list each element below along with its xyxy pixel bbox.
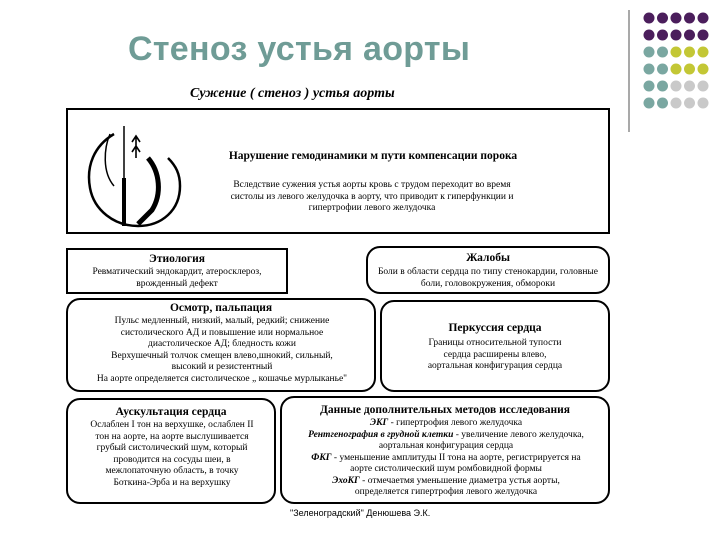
hemodynamics-text: Вследствие сужения устья аорты кровь с т… [230,180,514,213]
decorative-dot [670,12,682,24]
additional-item-text: аорте систолический шум ромбовидной форм… [350,464,542,474]
additional-item-text: - увеличение левого желудочка, [453,429,584,440]
complaints-heading: Жалобы [466,252,510,264]
decorative-dot [643,29,655,41]
decorative-dot [670,46,682,58]
hemodynamics-heading: Нарушение гемодинамики м пути компенсаци… [228,150,518,162]
decorative-dot [697,46,709,58]
decorative-dot [697,29,709,41]
additional-item-text: - гипертрофия левого желудочка [388,418,523,428]
decorative-dot [657,80,668,92]
auscultation-line: Боткина-Эрба и на верхушку [113,477,231,488]
decorative-dot [643,63,655,75]
additional-item-text: - отмечаетмя уменьшение диаметра устья а… [359,475,560,486]
additional-item-label: ФКГ [311,452,332,463]
complaints-text: Боли в области сердца по типу стенокарди… [377,267,599,289]
auscultation-line: межлопаточную область, в точку [105,466,239,476]
decorative-dot [670,63,682,75]
decorative-dot-grid [643,12,709,109]
decorative-dot [684,12,695,24]
percussion-text: Границы относительной тупости сердца рас… [386,338,604,373]
additional-item-text: - уменьшение амплитуды II тона на аорте,… [331,452,581,463]
decorative-dot [670,80,682,92]
etiology-heading: Этиология [149,253,205,265]
additional-text: ЭКГ - гипертрофия левого желудочка Рентг… [286,418,606,499]
percussion-line: аортальная конфигурация сердца [427,361,563,371]
additional-item: аорте систолический шум ромбовидной форм… [286,464,606,476]
exam-line: Верхушечный толчок смещен влево,шнокий, … [111,350,333,361]
auscultation-text: Ослаблен I тон на верхушке, ослаблен II … [72,420,272,489]
decorative-dot [697,12,709,24]
additional-item: аортальная конфигурация сердца [286,441,606,453]
exam-box: Осмотр, пальпация Пульс медленный, низки… [66,298,376,392]
auscultation-line: грубый систолический шум, который [96,443,248,453]
auscultation-heading: Аускультация сердца [115,406,227,418]
auscultation-line: Ослаблен I тон на верхушке, ослаблен II [90,420,254,430]
additional-item: ЭхоКГ - отмечаетмя уменьшение диаметра у… [286,476,606,488]
additional-item: ФКГ - уменьшение амплитуды II тона на ао… [286,453,606,465]
percussion-line: сердца расширены влево, [443,349,547,360]
percussion-line: Границы относительной тупости [428,338,562,348]
decorative-dot [657,29,668,41]
etiology-box: Этиология Ревматический эндокардит, атер… [66,248,288,294]
decorative-dot [697,97,709,109]
exam-line: На аорте определяется систолическое „ ко… [96,373,348,384]
decorative-dot [657,12,668,24]
decorative-dot [670,97,682,109]
percussion-box: Перкуссия сердца Границы относительной т… [380,300,610,392]
decorative-dot [643,46,655,58]
heart-diagram-icon [87,126,182,228]
additional-item-label: ЭКГ [369,418,389,428]
auscultation-line: тон на аорте, на аорте выслушивается [95,431,249,442]
additional-heading: Данные дополнительных методов исследован… [319,404,571,416]
additional-item: ЭКГ - гипертрофия левого желудочка [286,418,606,430]
additional-methods-box: Данные дополнительных методов исследован… [280,396,610,504]
percussion-heading: Перкуссия сердца [448,322,542,334]
exam-line: Пульс медленный, низкий, малый, редкий; … [114,316,330,326]
exam-line: систолического АД и повышение или нормал… [120,327,324,338]
decorative-dot [697,63,709,75]
hemodynamics-box: Нарушение гемодинамики м пути компенсаци… [66,108,610,234]
exam-heading: Осмотр, пальпация [169,302,273,314]
decorative-dot [657,97,668,109]
page-title: Стеноз устья аорты [128,30,471,68]
additional-item-text: аортальная конфигурация сердца [378,441,514,451]
auscultation-box: Аускультация сердца Ослаблен I тон на ве… [66,398,276,504]
decorative-dot [684,46,695,58]
decorative-dot [657,46,668,58]
etiology-text: Ревматический эндокардит, атеросклероз, … [92,267,262,289]
complaints-box: Жалобы Боли в области сердца по типу сте… [366,246,610,294]
decorative-dot [643,80,655,92]
additional-item-label: Рентгенография в грудной клетки [308,429,454,440]
decorative-dot [670,29,682,41]
decorative-dot [697,80,709,92]
decorative-dot [657,63,668,75]
decorative-dot [684,29,695,41]
footer-credit: "Зеленоградский" Денюшева Э.К. [290,508,431,518]
additional-item-label: ЭхоКГ [332,475,360,486]
decorative-dot [643,97,655,109]
decorative-dot [684,97,695,109]
exam-line: высокий и резистентный [171,362,273,372]
additional-item: определяется гипертрофия левого желудочк… [286,487,606,499]
auscultation-line: проводится на сосуды шеи, в [113,454,231,465]
additional-item-text: определяется гипертрофия левого желудочк… [354,487,538,497]
decorative-dot [684,80,695,92]
decorative-divider [628,10,630,132]
exam-text: Пульс медленный, низкий, малый, редкий; … [72,316,372,385]
exam-line: диастолическое АД; бледность кожи [148,339,296,349]
decorative-dot [684,63,695,75]
decorative-dot [643,12,655,24]
diagram-subtitle: Сужение ( стеноз ) устья аорты [190,86,395,101]
additional-item: Рентгенография в грудной клетки - увелич… [286,430,606,442]
